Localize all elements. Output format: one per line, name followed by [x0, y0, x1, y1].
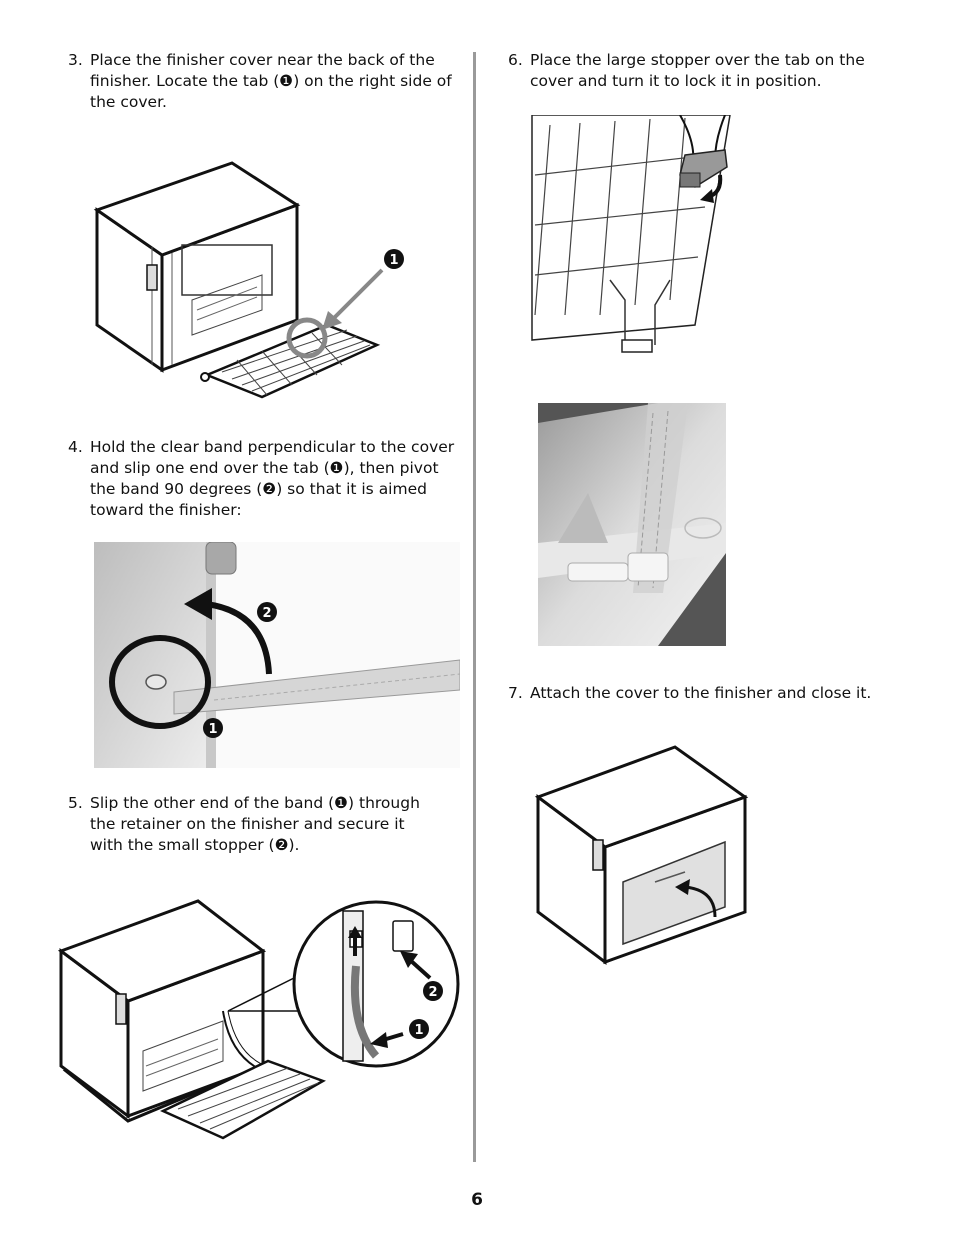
step-7-text: Attach the cover to the finisher and clo…	[530, 684, 872, 702]
step-7-number: 7.	[508, 684, 523, 702]
step-6-number: 6.	[508, 51, 523, 69]
step-5-text: Slip the other end of the band (❶) throu…	[90, 794, 420, 854]
step-5: 5. Slip the other end of the band (❶) th…	[68, 793, 468, 859]
photo-stopper-close-up	[538, 403, 726, 646]
step-3: 3. Place the finisher cover near the bac…	[68, 50, 468, 116]
step-7: 7. Attach the cover to the finisher and …	[508, 683, 928, 705]
step-4-number: 4.	[68, 438, 83, 456]
step-4: 4. Hold the clear band perpendicular to …	[68, 437, 468, 525]
illustration-large-stopper-on-tab	[530, 115, 735, 355]
step-5-number: 5.	[68, 794, 83, 812]
step-3-number: 3.	[68, 51, 83, 69]
page-number: 6	[471, 1190, 483, 1210]
illustration-band-on-tab: 2 1	[94, 542, 460, 768]
callout-1-step4: 1	[208, 722, 217, 737]
callout-2-step4: 2	[262, 606, 271, 621]
illustration-cover-attached	[535, 722, 750, 967]
column-divider	[473, 52, 476, 1162]
illustration-band-through-retainer: 2 1	[58, 876, 460, 1151]
callout-2-step5: 2	[428, 985, 437, 1000]
callout-1-step3: 1	[389, 253, 398, 268]
step-3-text: Place the finisher cover near the back o…	[90, 51, 452, 111]
step-6-text: Place the large stopper over the tab on …	[530, 51, 865, 90]
step-4-text: Hold the clear band perpendicular to the…	[90, 438, 455, 519]
step-6: 6. Place the large stopper over the tab …	[508, 50, 908, 94]
callout-1-step5: 1	[414, 1023, 423, 1038]
illustration-finisher-with-cover: 1	[92, 135, 412, 420]
